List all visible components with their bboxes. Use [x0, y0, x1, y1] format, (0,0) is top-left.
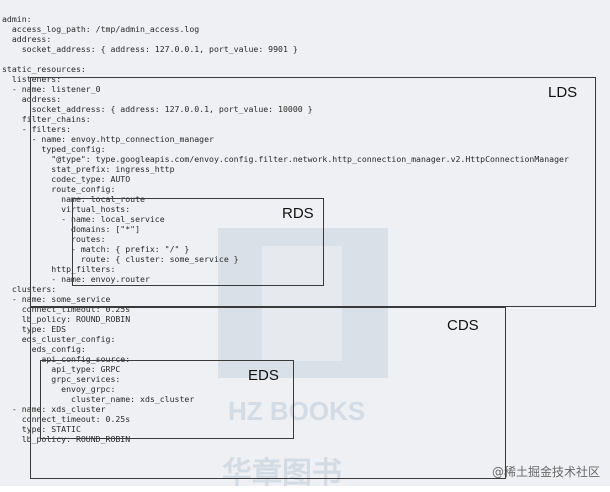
code-line: route: { cluster: some_service } — [2, 254, 239, 264]
code-line: type: STATIC — [2, 424, 81, 434]
eds-label: EDS — [248, 367, 279, 384]
code-line: - name: some_service — [2, 294, 111, 304]
code-line: routes: — [2, 234, 106, 244]
code-line: static_resources: — [2, 64, 86, 74]
code-line: - name: envoy.router — [2, 274, 150, 284]
code-line: access_log_path: /tmp/admin_access.log — [2, 24, 200, 34]
code-line: address: — [2, 94, 62, 104]
code-line: connect_timeout: 0.25s — [2, 304, 131, 314]
code-line: socket_address: { address: 127.0.0.1, po… — [2, 104, 313, 114]
code-line: domains: ["*"] — [2, 224, 141, 234]
cds-label: CDS — [447, 317, 479, 334]
lds-box — [30, 77, 596, 307]
code-line: envoy_grpc: — [2, 384, 116, 394]
code-line: eds_config: — [2, 344, 86, 354]
code-line: - filters: — [2, 124, 72, 134]
watermark-cjk: 华章图书 — [222, 456, 342, 491]
code-line: connect_timeout: 0.25s — [2, 414, 131, 424]
code-line: admin: — [2, 14, 32, 24]
code-line: "@type": type.googleapis.com/envoy.confi… — [2, 154, 569, 164]
code-line: - name: local_service — [2, 214, 165, 224]
code-line: clusters: — [2, 284, 57, 294]
code-line: stat_prefix: ingress_http — [2, 164, 175, 174]
code-line: codec_type: AUTO — [2, 174, 131, 184]
code-line: cluster_name: xds_cluster — [2, 394, 195, 404]
rds-label: RDS — [282, 205, 314, 222]
code-line: - match: { prefix: "/" } — [2, 244, 190, 254]
code-line: - name: listener_0 — [2, 84, 101, 94]
eds-box — [40, 360, 294, 439]
code-line: - name: envoy.http_connection_manager — [2, 134, 214, 144]
watermark-logo-inner — [262, 246, 342, 361]
code-line: eds_cluster_config: — [2, 334, 116, 344]
code-line: filter_chains: — [2, 114, 91, 124]
source-credit: @稀土掘金技术社区 — [491, 465, 600, 479]
code-line: typed_config: — [2, 144, 106, 154]
code-line: lb_policy: ROUND_ROBIN — [2, 434, 131, 444]
code-line: http_filters: — [2, 264, 116, 274]
code-line: api_type: GRPC — [2, 364, 121, 374]
watermark-latin: HZ BOOKS — [228, 396, 366, 426]
lds-label: LDS — [548, 84, 578, 101]
code-line: route_config: — [2, 184, 116, 194]
code-line: type: EDS — [2, 324, 67, 334]
code-line: virtual_hosts: — [2, 204, 131, 214]
code-line: grpc_services: — [2, 374, 121, 384]
code-line: socket_address: { address: 127.0.0.1, po… — [2, 44, 298, 54]
code-line: - name: xds_cluster — [2, 404, 106, 414]
rds-box — [72, 198, 324, 286]
code-line: listeners: — [2, 74, 62, 84]
code-line: name: local_route — [2, 194, 145, 204]
code-line: address: — [2, 34, 52, 44]
code-line: lb_policy: ROUND_ROBIN — [2, 314, 131, 324]
cds-box — [30, 307, 506, 479]
code-line: api_config_source: — [2, 354, 131, 364]
